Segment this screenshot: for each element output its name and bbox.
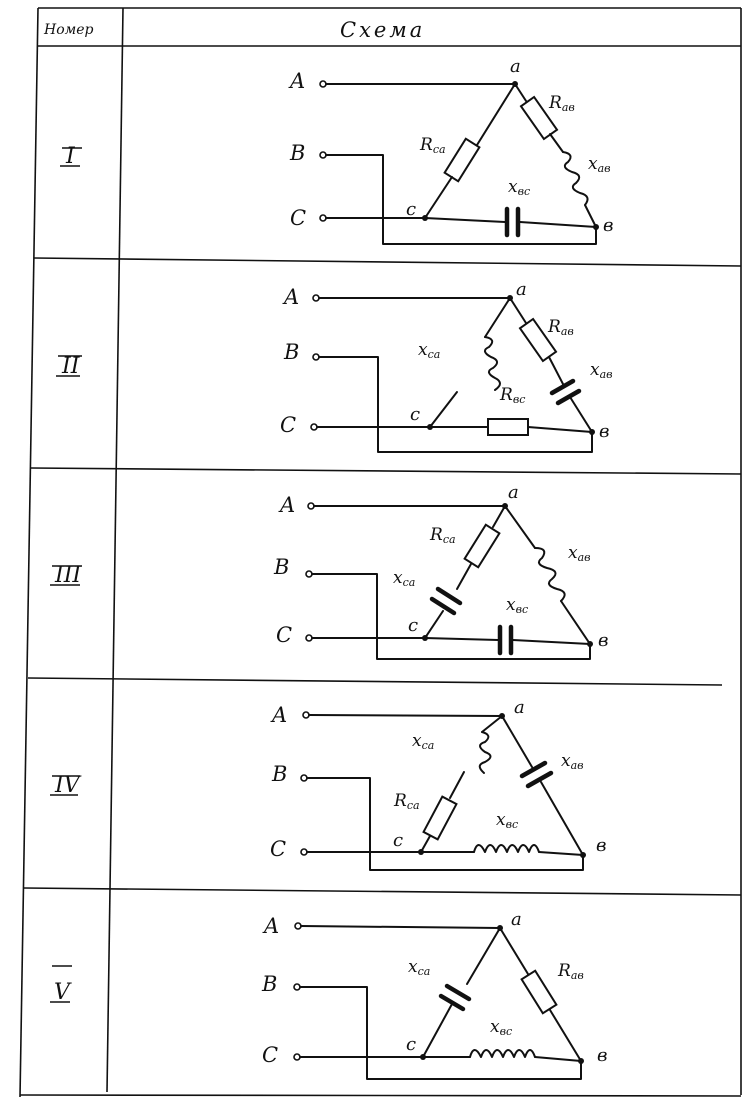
node-b: в: [596, 835, 606, 856]
label-ab-r: Raв: [547, 317, 574, 338]
terminal-a-label: A: [278, 493, 295, 517]
scheme-row-4: A B C a c в xca Rca xaв xвc: [270, 697, 606, 871]
scheme-row-1: A B C a c в Raв xaв Rca xвc: [288, 56, 613, 245]
resistor-ab: [520, 969, 558, 1015]
capacitor-ca: [444, 983, 472, 1002]
label-ab-r: Raв: [548, 93, 575, 114]
header-number: Номер: [43, 22, 94, 38]
terminal-c-label: C: [276, 623, 292, 647]
terminal-c-label: C: [280, 413, 296, 437]
label-ca-x: xca: [412, 731, 434, 752]
label-bc-x: xвc: [508, 177, 530, 198]
inductor-ca: [478, 731, 492, 774]
label-ca-r: Rca: [393, 791, 420, 812]
label-ab-r: Raв: [557, 961, 584, 982]
terminal-b-label: B: [273, 555, 289, 579]
label-ab-x: xaв: [561, 751, 584, 772]
inductor-ca: [484, 336, 501, 391]
label-ab-x: xaв: [568, 543, 591, 564]
node-c: c: [406, 1034, 416, 1055]
terminal-a-label: A: [282, 285, 299, 309]
node-b: в: [599, 421, 609, 442]
terminal-a-label: A: [262, 914, 279, 938]
terminal-b-label: B: [283, 340, 299, 364]
terminal-c-label: C: [270, 837, 286, 861]
capacitor-ab: [519, 760, 548, 779]
node-a: a: [508, 482, 519, 503]
node-b: в: [598, 630, 608, 651]
scheme-row-2: A B C a c в Raв xaв xca Rвc: [280, 279, 613, 453]
inductor-bc: [473, 844, 540, 853]
terminal-a-label: A: [288, 69, 305, 93]
resistor-bc: [487, 418, 529, 436]
terminal-c-label: C: [290, 206, 306, 230]
numeral-row-4: IV: [54, 773, 82, 798]
inductor-bc: [469, 1049, 536, 1058]
label-bc-r: Rвc: [499, 385, 525, 406]
inductor-ab: [534, 547, 566, 602]
node-a: a: [511, 909, 522, 930]
label-ca-r: Rca: [419, 135, 446, 156]
label-ca-x: xca: [408, 957, 430, 978]
label-ca-x: xca: [393, 568, 415, 589]
scheme-row-3: A B C a c в Rca xca xaв xвc: [273, 482, 608, 660]
header-scheme: Схема: [340, 18, 425, 42]
terminal-b-label: B: [289, 141, 305, 165]
node-c: c: [406, 199, 416, 220]
terminal-b-label: B: [271, 762, 287, 786]
node-b: в: [597, 1045, 607, 1066]
terminal-c-label: C: [262, 1043, 278, 1067]
capacitor-ca: [435, 586, 463, 606]
node-c: c: [408, 615, 418, 636]
resistor-ca: [422, 795, 458, 841]
label-bc-x: xвc: [506, 595, 528, 616]
inductor-ab: [562, 151, 589, 206]
label-ca-r: Rca: [429, 525, 456, 546]
resistor-ca: [443, 137, 481, 183]
label-ab-x: xaв: [590, 360, 613, 381]
numeral-row-2: II: [61, 354, 81, 379]
label-ca-x: xca: [418, 340, 440, 361]
numeral-row-1: I: [65, 144, 76, 169]
node-b: в: [603, 215, 613, 236]
node-a: a: [514, 697, 525, 718]
label-bc-x: xвc: [490, 1017, 512, 1038]
node-a: a: [510, 56, 521, 77]
scheme-row-5: A B C a c в xca Raв xвc: [261, 909, 607, 1080]
numeral-row-3: III: [54, 563, 82, 588]
row-numerals: I II III IV V: [50, 144, 82, 1005]
node-c: c: [410, 404, 420, 425]
terminal-a-label: A: [270, 703, 287, 727]
terminal-b-label: B: [261, 972, 277, 996]
resistor-ca: [463, 523, 501, 569]
label-ab-x: xaв: [588, 154, 611, 175]
node-a: a: [516, 279, 527, 300]
label-bc-x: xвc: [496, 810, 518, 831]
numeral-row-5: V: [54, 980, 72, 1005]
node-c: c: [393, 830, 403, 851]
table-grid: [19, 7, 742, 1098]
capacitor-ab: [549, 378, 576, 396]
